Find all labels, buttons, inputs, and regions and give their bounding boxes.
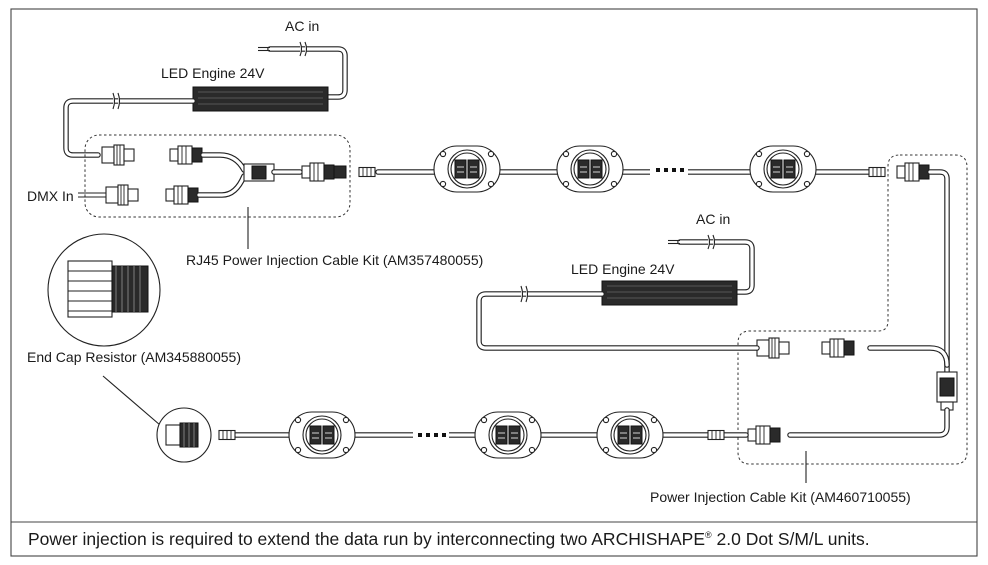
end-cap-label: End Cap Resistor (AM345880055) — [27, 349, 241, 365]
dot-unit-3 — [749, 145, 817, 193]
dot-unit-4 — [288, 411, 356, 459]
led-engine-top — [192, 86, 329, 112]
end-cap-leader — [102, 375, 161, 426]
dmx-in-label: DMX In — [27, 188, 74, 204]
continuation-dots-top — [656, 168, 684, 172]
end-cap-resistor-detail — [47, 233, 161, 347]
dmx-in-wire — [78, 192, 106, 198]
rj45-kit-connectors — [101, 144, 347, 206]
power-kit-box — [737, 154, 968, 465]
rj45-kit-label: RJ45 Power Injection Cable Kit (AM357480… — [186, 252, 483, 268]
dot-unit-1 — [433, 145, 501, 193]
led-engine-label-mid: LED Engine 24V — [571, 261, 675, 277]
ac-in-label-mid: AC in — [696, 211, 730, 227]
continuation-dots-bottom — [418, 433, 446, 437]
power-kit-cables — [747, 162, 958, 445]
ac-in-wire-mid — [668, 234, 755, 295]
ac-in-wire-top — [258, 41, 348, 100]
power-kit-label: Power Injection Cable Kit (AM460710055) — [650, 489, 911, 505]
dot-unit-2 — [556, 145, 624, 193]
diagram-frame — [10, 8, 978, 557]
led-engine-mid — [601, 280, 738, 306]
led-engine-label-top: LED Engine 24V — [161, 65, 265, 81]
end-cap-resistor-small — [156, 407, 212, 463]
engine-output-cable-top — [63, 92, 196, 158]
rj45-kit-box — [84, 134, 351, 218]
ac-in-label-top: AC in — [285, 18, 319, 34]
caption: Power injection is required to extend th… — [28, 529, 870, 549]
engine-output-cable-mid — [476, 285, 760, 351]
dot-unit-5 — [474, 411, 542, 459]
dot-unit-6 — [596, 411, 664, 459]
